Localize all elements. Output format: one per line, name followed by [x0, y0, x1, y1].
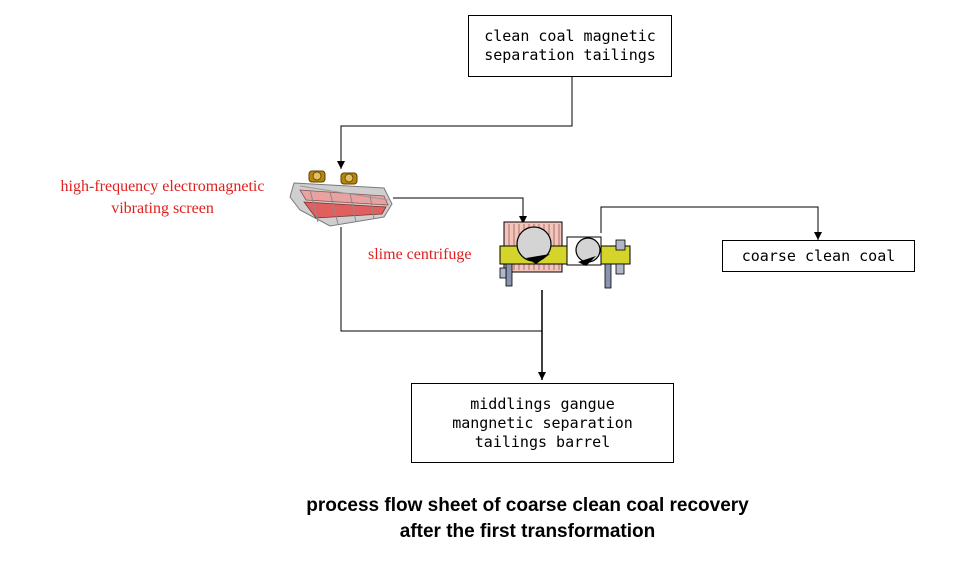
- vibrating-screen-label-line-1: high-frequency electromagnetic: [60, 178, 265, 195]
- tailings-barrel-line-3: tailings barrel: [474, 432, 611, 451]
- coarse-clean-coal-box: coarse clean coal: [722, 240, 915, 272]
- coarse-clean-coal-text: coarse clean coal: [741, 246, 896, 265]
- connector-screen-to-centrifuge: [393, 197, 527, 224]
- connector-centrifuge-to-clean-coal: [600, 206, 822, 240]
- caption-line-2: after the first transformation: [399, 521, 656, 542]
- connector-tailings-to-screen: [337, 77, 573, 169]
- caption-line-1: process flow sheet of coarse clean coal …: [306, 495, 749, 516]
- vibrating-screen-icon: [289, 170, 393, 227]
- vibrating-screen-label-line-2: vibrating screen: [111, 200, 214, 217]
- centrifuge-icon: [499, 221, 631, 289]
- tailings-barrel-box: middlings gangue mangnetic separation ta…: [411, 383, 674, 463]
- centrifuge-label: slime centrifuge: [368, 246, 472, 263]
- tailings-source-line-1: clean coal magnetic: [484, 27, 656, 45]
- connector-screen-underflow: [340, 227, 542, 332]
- tailings-source-box: clean coal magnetic separation tailings: [468, 15, 672, 77]
- tailings-barrel-line-1: middlings gangue: [470, 394, 615, 413]
- tailings-barrel-line-2: mangnetic separation: [452, 413, 633, 432]
- vibrating-screen-label: high-frequency electromagnetic vibrating…: [35, 176, 290, 220]
- tailings-source-line-2: separation tailings: [484, 46, 656, 64]
- diagram-caption: process flow sheet of coarse clean coal …: [0, 493, 967, 545]
